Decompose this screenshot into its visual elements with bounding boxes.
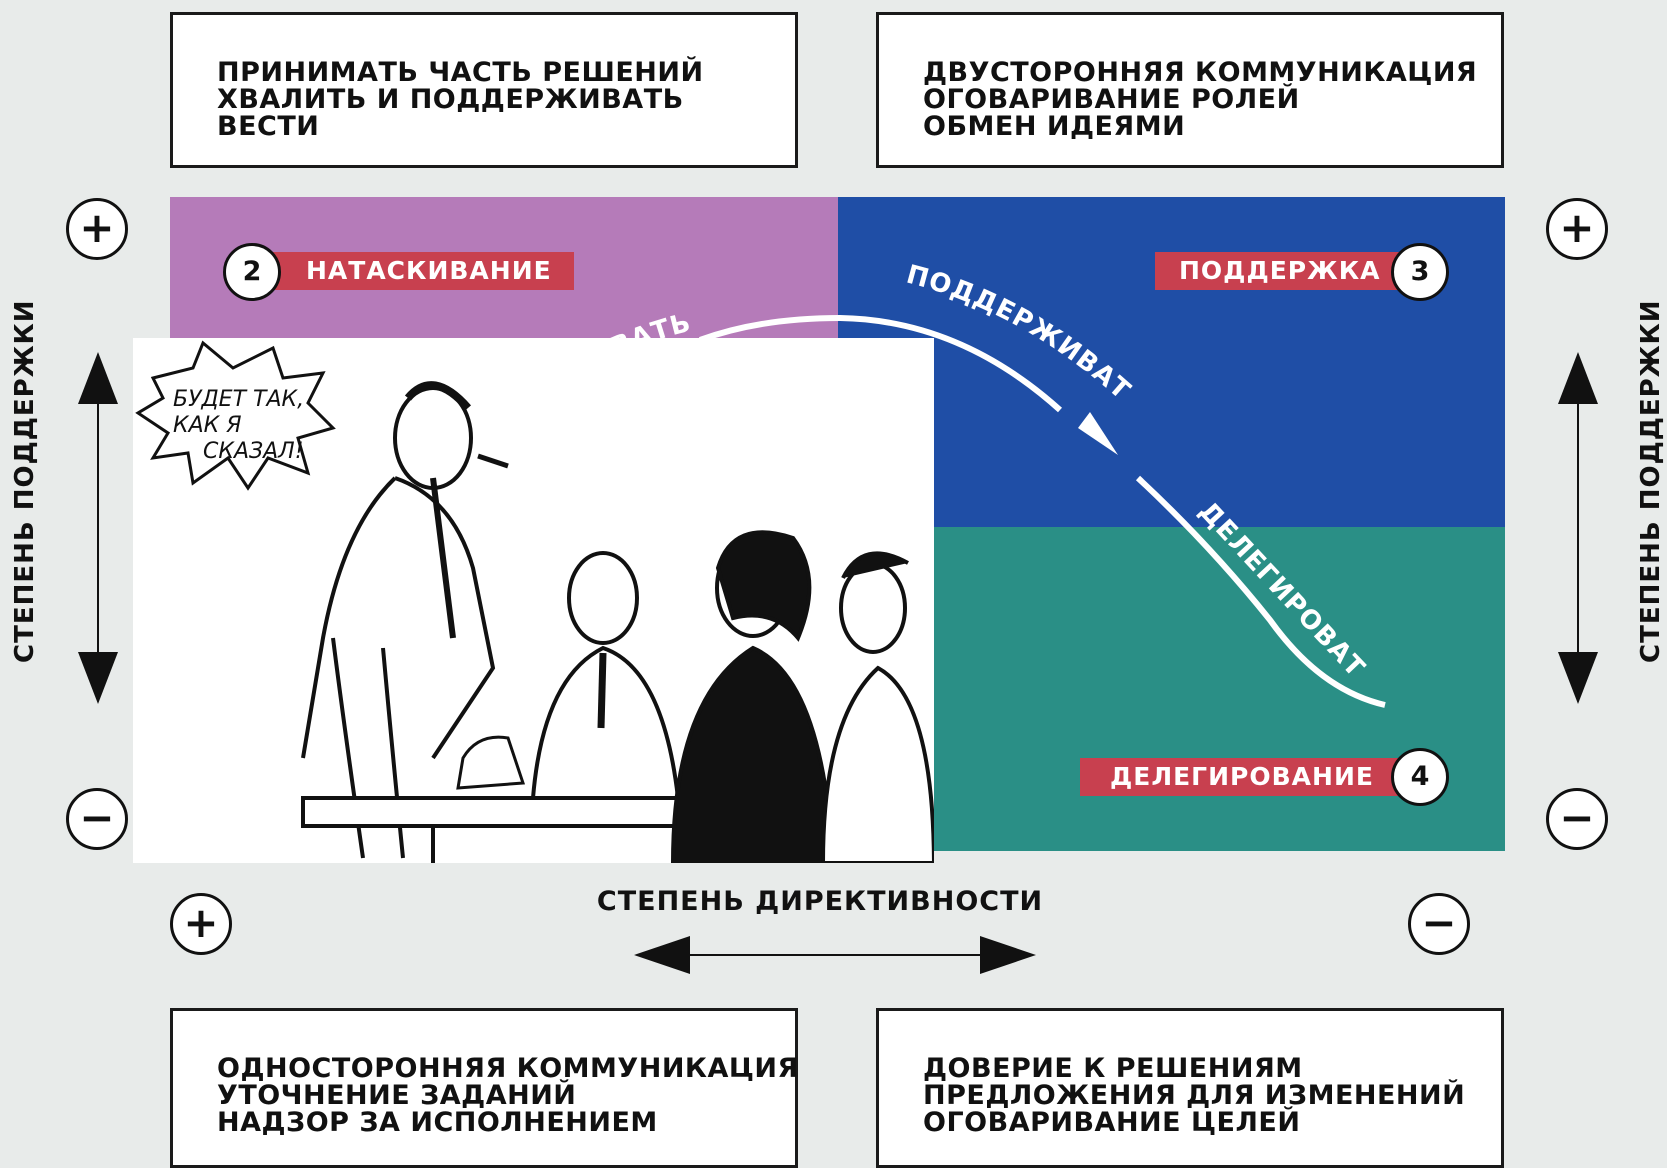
quadrant-label-support: ПОДДЕРЖКА xyxy=(1155,252,1405,290)
svg-text:БУДЕТ ТАК, КАК Я С: БУДЕТ ТАК, КАК Я СКАЗАЛ! xyxy=(173,387,311,464)
box-line: ВЕСТИ xyxy=(217,111,320,142)
seated-employee-icon xyxy=(530,551,681,800)
bottom-plus-icon: + xyxy=(170,893,232,955)
quadrant-label-text: НАТАСКИВАНИЕ xyxy=(306,256,552,285)
seated-employee-icon xyxy=(820,551,934,863)
left-plus-icon: + xyxy=(66,198,128,260)
speech-line: КАК Я xyxy=(173,413,242,438)
quadrant-label-delegation: ДЕЛЕГИРОВАНИЕ xyxy=(1080,758,1405,796)
top-left-box: ПРИНИМАТЬ ЧАСТЬ РЕШЕНИЙ ХВАЛИТЬ И ПОДДЕР… xyxy=(170,12,798,168)
box-line: ОГОВАРИВАНИЕ ЦЕЛЕЙ xyxy=(923,1107,1301,1138)
comic-illustration: БУДЕТ ТАК, КАК Я СКАЗАЛ! xyxy=(133,338,934,863)
quadrant-delegation xyxy=(838,527,1505,851)
box-line: ДОВЕРИЕ К РЕШЕНИЯМ xyxy=(923,1053,1303,1084)
box-line: ДВУСТОРОННЯЯ КОММУНИКАЦИЯ xyxy=(923,57,1478,88)
quadrant-number-2: 2 xyxy=(223,243,281,301)
speech-burst-icon xyxy=(135,340,336,491)
bottom-left-box: ОДНОСТОРОННЯЯ КОММУНИКАЦИЯ УТОЧНЕНИЕ ЗАД… xyxy=(170,1008,798,1168)
speech-line: СКАЗАЛ! xyxy=(203,439,304,464)
quadrant-label-coaching: НАТАСКИВАНИЕ xyxy=(266,252,574,290)
box-line: ХВАЛИТЬ И ПОДДЕРЖИВАТЬ xyxy=(217,84,684,115)
left-vertical-arrow-icon xyxy=(78,352,118,704)
top-right-box: ДВУСТОРОННЯЯ КОММУНИКАЦИЯ ОГОВАРИВАНИЕ Р… xyxy=(876,12,1504,168)
box-line: ОГОВАРИВАНИЕ РОЛЕЙ xyxy=(923,84,1300,115)
right-minus-icon: − xyxy=(1546,788,1608,850)
left-minus-icon: − xyxy=(66,788,128,850)
right-axis-label: СТЕПЕНЬ ПОДДЕРЖКИ xyxy=(1636,299,1666,663)
boss-figure-icon xyxy=(301,381,509,859)
right-vertical-arrow-icon xyxy=(1558,352,1598,704)
right-plus-icon: + xyxy=(1546,198,1608,260)
box-line: ПРИНИМАТЬ ЧАСТЬ РЕШЕНИЙ xyxy=(217,57,704,88)
quadrant-label-text: ДЕЛЕГИРОВАНИЕ xyxy=(1110,762,1374,791)
quadrant-number-4: 4 xyxy=(1391,748,1449,806)
quadrant-label-text: ПОДДЕРЖКА xyxy=(1179,256,1381,285)
box-line: НАДЗОР ЗА ИСПОЛНЕНИЕМ xyxy=(217,1107,658,1138)
box-line: ПРЕДЛОЖЕНИЯ ДЛЯ ИЗМЕНЕНИЙ xyxy=(923,1080,1466,1111)
horizontal-arrow-icon xyxy=(634,936,1036,974)
box-line: УТОЧНЕНИЕ ЗАДАНИЙ xyxy=(217,1080,577,1111)
box-line: ОБМЕН ИДЕЯМИ xyxy=(923,111,1186,142)
speech-line: БУДЕТ ТАК, xyxy=(173,387,304,412)
bottom-axis-label: СТЕПЕНЬ ДИРЕКТИВНОСТИ xyxy=(596,886,1044,917)
quadrant-number-3: 3 xyxy=(1391,243,1449,301)
curve-arrowhead-icon xyxy=(1078,412,1118,455)
seated-employee-icon xyxy=(670,530,836,863)
bottom-minus-icon: − xyxy=(1408,893,1470,955)
left-axis-label: СТЕПЕНЬ ПОДДЕРЖКИ xyxy=(10,299,40,663)
box-line: ОДНОСТОРОННЯЯ КОММУНИКАЦИЯ xyxy=(217,1053,799,1084)
bottom-right-box: ДОВЕРИЕ К РЕШЕНИЯМ ПРЕДЛОЖЕНИЯ ДЛЯ ИЗМЕН… xyxy=(876,1008,1504,1168)
